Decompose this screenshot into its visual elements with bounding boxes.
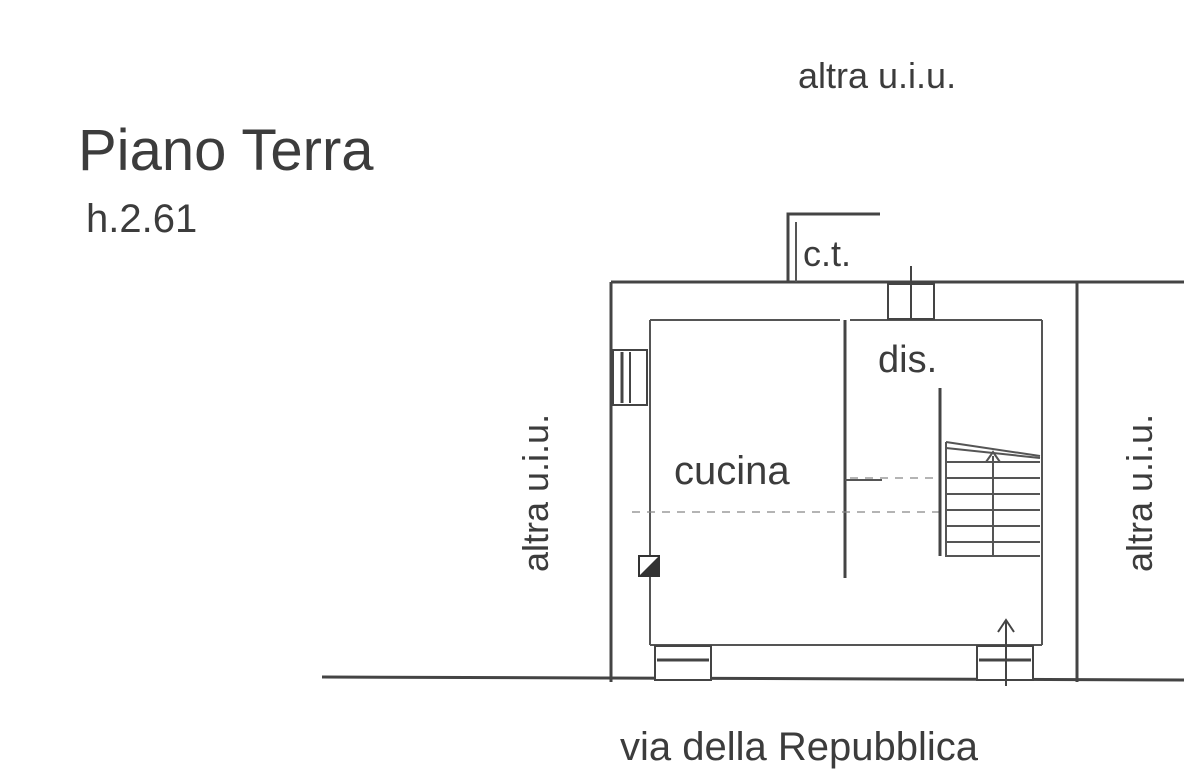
window-left bbox=[612, 349, 648, 406]
neighbor-right-label: altra u.i.u. bbox=[1119, 414, 1160, 572]
flue-shaft bbox=[638, 555, 660, 577]
neighbor-top-label: altra u.i.u. bbox=[798, 55, 956, 96]
room-label-dis: dis. bbox=[878, 339, 937, 381]
height-label: h.2.61 bbox=[86, 197, 197, 241]
building-outline bbox=[321, 280, 1184, 682]
window-top bbox=[887, 266, 935, 320]
ct-closet bbox=[786, 212, 880, 282]
neighbor-left-label: altra u.i.u. bbox=[515, 414, 556, 572]
staircase bbox=[938, 388, 1041, 557]
street-label: via della Repubblica bbox=[620, 725, 979, 769]
entrance-arrow bbox=[997, 618, 1015, 686]
window-bottom-left bbox=[654, 645, 712, 681]
floor-title: Piano Terra bbox=[78, 118, 374, 183]
room-label-ct: c.t. bbox=[803, 233, 851, 274]
room-label-cucina: cucina bbox=[674, 449, 790, 493]
